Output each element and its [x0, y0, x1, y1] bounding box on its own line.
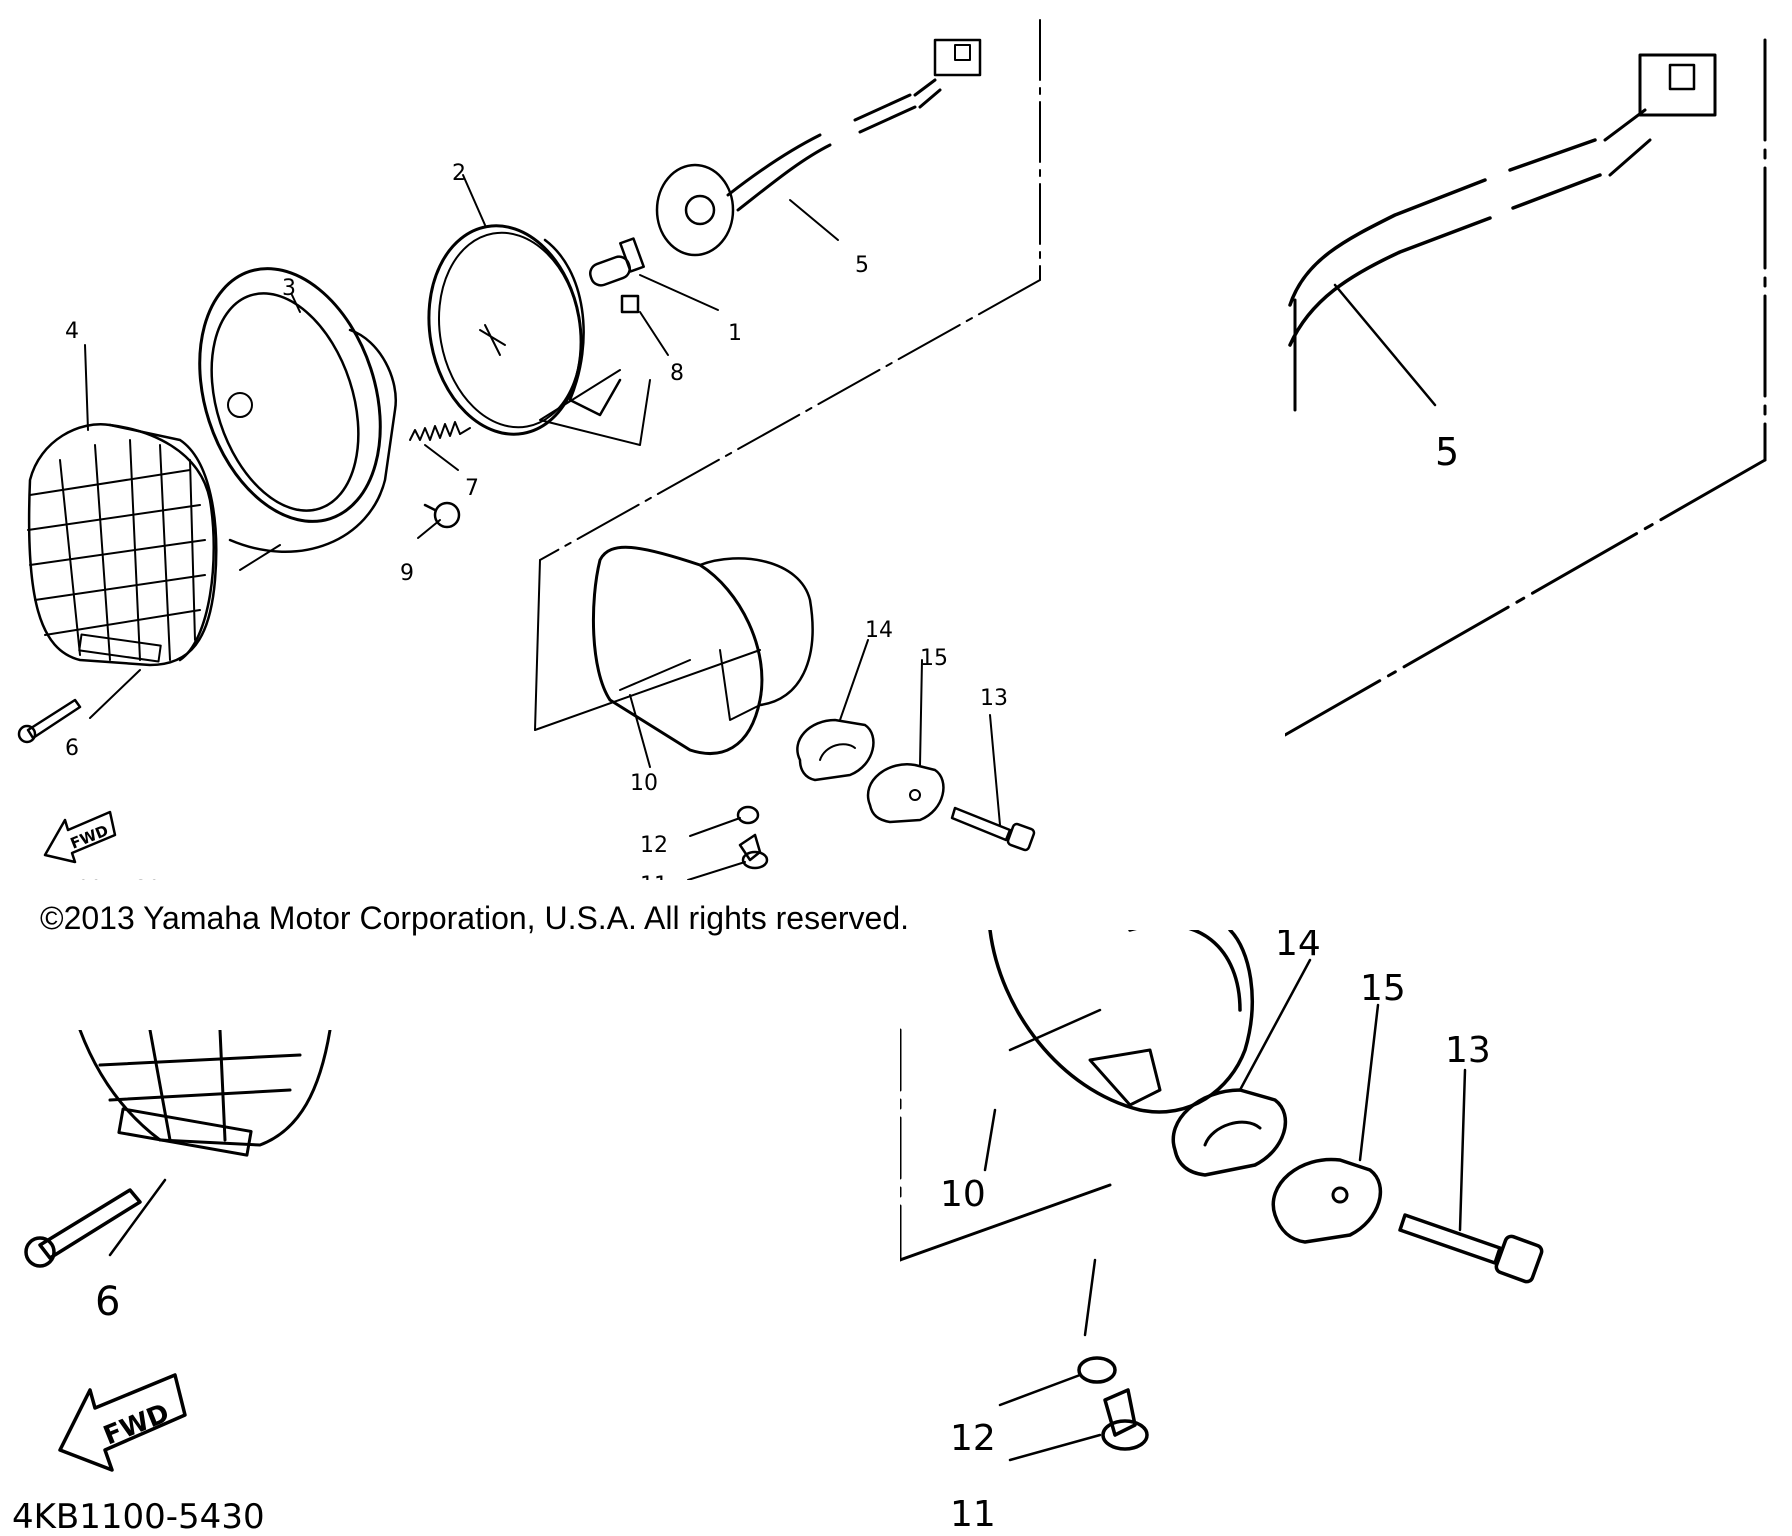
leader-6-zoom [108, 1178, 167, 1257]
leader-lines-zoom [983, 958, 1467, 1462]
label-1: 1 [728, 321, 742, 346]
bolt-13-zoom [1398, 1213, 1544, 1284]
label-12-zoom: 12 [950, 1418, 996, 1459]
nut-part [620, 294, 640, 314]
housing-part [591, 545, 814, 755]
fwd-arrow-icon [43, 810, 117, 864]
screw-6-zoom [24, 1188, 142, 1268]
leader-5-zoom [1333, 283, 1437, 407]
screw-11-part [738, 833, 769, 870]
label-4: 4 [65, 319, 79, 344]
part-labels: 2 3 4 5 1 8 7 9 6 10 12 11 14 15 13 FWD … [12, 161, 1008, 880]
copyright-notice: ©2013 Yamaha Motor Corporation, U.S.A. A… [40, 900, 910, 936]
screw-11-zoom [1101, 1388, 1149, 1451]
sealed-beam-part [427, 224, 622, 436]
label-13-zoom: 13 [1445, 1030, 1491, 1071]
label-6: 6 [65, 736, 79, 761]
cap-part [866, 762, 945, 824]
label-7: 7 [465, 476, 479, 501]
label-14: 14 [865, 618, 893, 643]
label-11-zoom: 11 [950, 1494, 996, 1535]
zoom-panel-grille: 6 FWD 4KB1100-5430 [0, 1030, 480, 1536]
label-5: 5 [855, 253, 869, 278]
bulb-part [589, 237, 645, 287]
assembly-frame [239, 19, 1041, 731]
spring-part [409, 421, 471, 441]
label-2: 2 [452, 161, 466, 186]
label-15: 15 [920, 646, 948, 671]
headlight-exploded-diagram: 2 3 4 5 1 8 7 9 6 10 12 11 14 15 13 FWD … [12, 19, 1041, 880]
label-10: 10 [630, 771, 658, 796]
grille-detail: 6 FWD 4KB1100-5430 [12, 1030, 332, 1536]
diagram-code-zoom: 4KB1100-5430 [12, 1497, 265, 1536]
washer-12-zoom [1077, 1356, 1117, 1384]
zoom-panel-harness: 5 [1285, 0, 1792, 960]
label-10-zoom: 10 [940, 1174, 986, 1215]
housing-zoom [988, 930, 1254, 1114]
washer-12-part [736, 805, 760, 825]
bolt-13-part [950, 806, 1036, 852]
label-14-zoom: 14 [1275, 930, 1321, 964]
zoom-panel-housing: 10 12 11 14 15 13 [900, 930, 1792, 1536]
housing-detail: 10 12 11 14 15 13 [900, 930, 1544, 1535]
leader-lines [84, 174, 1001, 880]
label-13: 13 [980, 686, 1008, 711]
label-8: 8 [670, 361, 684, 386]
socket-harness-part [655, 38, 982, 257]
screw-6-part [17, 698, 82, 744]
grille-part [27, 423, 218, 667]
label-11: 11 [640, 873, 668, 880]
harness-cable [1288, 53, 1717, 412]
grille-corner [78, 1030, 332, 1157]
grommet-part [796, 718, 875, 782]
fwd-arrow-zoom-icon [58, 1373, 187, 1472]
label-15-zoom: 15 [1360, 968, 1406, 1009]
label-12: 12 [640, 833, 668, 858]
label-5-zoom: 5 [1435, 430, 1459, 474]
label-9: 9 [400, 561, 414, 586]
cap-15-zoom [1271, 1157, 1382, 1244]
label-6-zoom: 6 [95, 1279, 120, 1325]
grommet-14-zoom [1171, 1088, 1287, 1177]
diagram-code: 4KB1100-5430 [12, 876, 161, 880]
screw-9-part [423, 501, 461, 529]
rim-part [198, 267, 398, 554]
main-exploded-view: 2 3 4 5 1 8 7 9 6 10 12 11 14 15 13 FWD … [0, 0, 1120, 880]
harness-detail: 5 [1285, 38, 1767, 737]
label-3: 3 [282, 276, 296, 301]
fwd-label-zoom: FWD [99, 1398, 173, 1451]
